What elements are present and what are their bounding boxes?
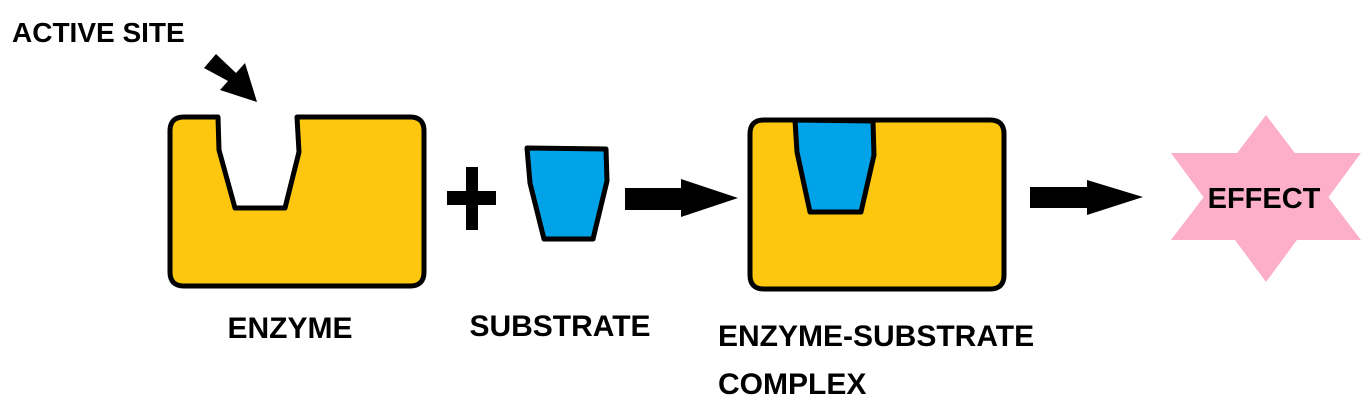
substrate-label: SUBSTRATE bbox=[469, 310, 650, 343]
plus-icon bbox=[447, 167, 496, 230]
effect-label: EFFECT bbox=[1208, 183, 1321, 215]
effect-arrow-icon bbox=[1030, 180, 1143, 215]
reaction-arrow-icon bbox=[625, 179, 738, 217]
active-site-label: ACTIVE SITE bbox=[12, 17, 185, 48]
complex-enzyme-shape bbox=[747, 117, 1007, 292]
complex-label-line2: COMPLEX bbox=[718, 368, 866, 401]
active-site-arrow-icon bbox=[204, 54, 257, 102]
effect-star-icon bbox=[1171, 115, 1361, 282]
enzyme-shape bbox=[167, 114, 427, 289]
complex-label-line1: ENZYME-SUBSTRATE bbox=[718, 320, 1034, 353]
substrate-shape bbox=[524, 145, 610, 242]
enzyme-label: ENZYME bbox=[227, 312, 352, 345]
complex-substrate-shape bbox=[792, 117, 877, 215]
